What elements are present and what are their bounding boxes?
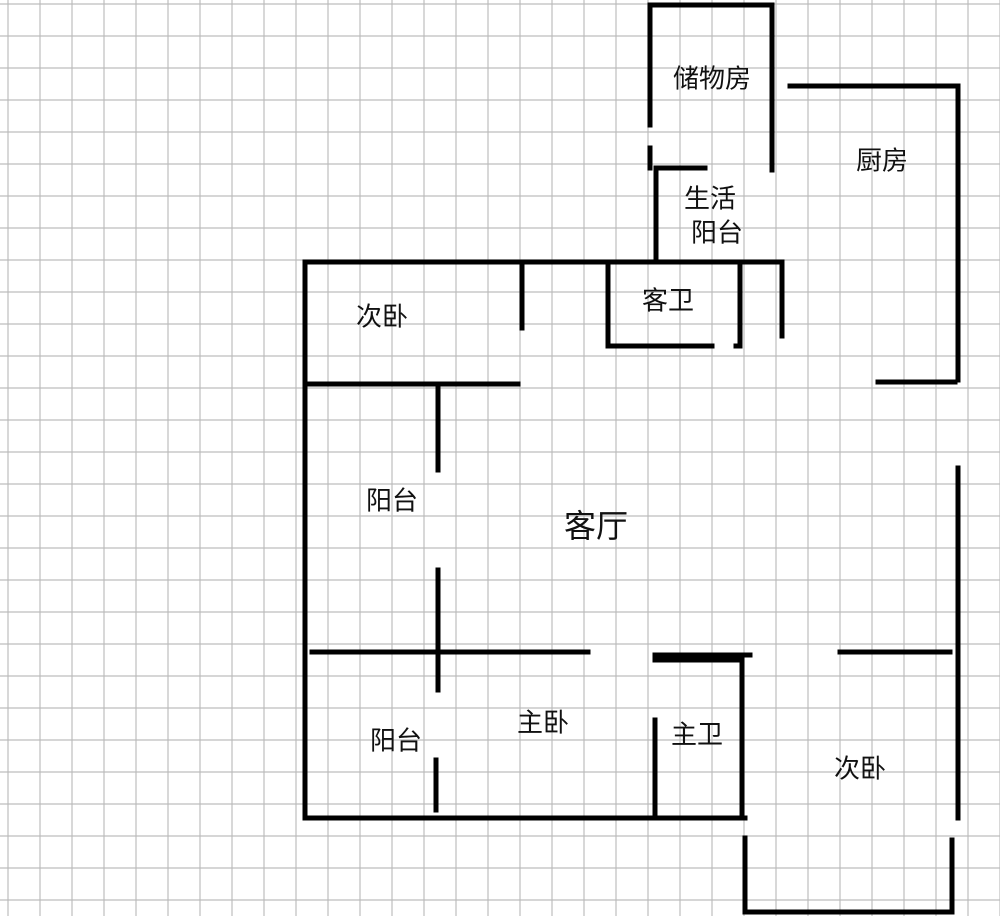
room-label-second-bedroom-bottom: 次卧 <box>834 755 886 785</box>
room-label-utility-balcony-1: 生活 <box>684 185 736 215</box>
walls <box>302 2 961 915</box>
room-label-utility-balcony-2: 阳台 <box>691 219 743 249</box>
room-label-second-bedroom-top: 次卧 <box>356 303 408 333</box>
room-label-living-room: 客厅 <box>564 507 628 545</box>
room-label-balcony-bottom: 阳台 <box>370 727 422 757</box>
room-label-kitchen: 厨房 <box>856 147 908 177</box>
room-label-master-bath: 主卫 <box>671 721 723 751</box>
room-labels: 储物房 厨房 生活 阳台 客卫 次卧 客厅 阳台 阳台 主卧 主卫 次卧 <box>356 65 908 785</box>
room-label-balcony-middle: 阳台 <box>366 487 418 517</box>
room-label-guest-bath: 客卫 <box>642 287 694 317</box>
room-label-storage: 储物房 <box>673 65 751 95</box>
room-label-master-bedroom: 主卧 <box>517 709 569 739</box>
